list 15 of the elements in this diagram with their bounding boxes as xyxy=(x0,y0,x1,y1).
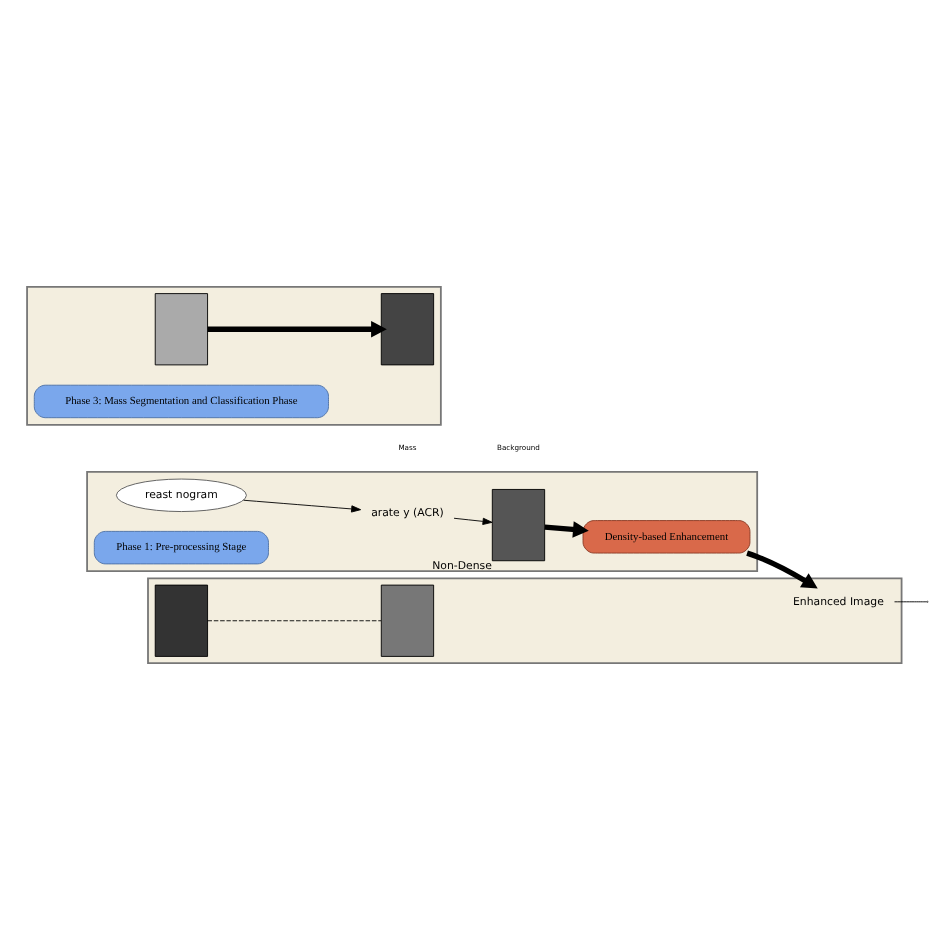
node-box xyxy=(380,583,435,656)
arrow xyxy=(243,498,362,512)
cluster xyxy=(86,469,759,571)
cluster xyxy=(26,284,442,425)
node-box xyxy=(154,583,208,656)
connector xyxy=(207,619,382,621)
node-box xyxy=(491,488,546,561)
arrow xyxy=(746,549,818,588)
arrow xyxy=(453,516,493,524)
arrow xyxy=(207,320,387,337)
cluster xyxy=(147,576,903,664)
node-box xyxy=(380,292,435,365)
node-box xyxy=(154,292,208,365)
arrow xyxy=(544,520,589,537)
connector xyxy=(894,600,928,602)
